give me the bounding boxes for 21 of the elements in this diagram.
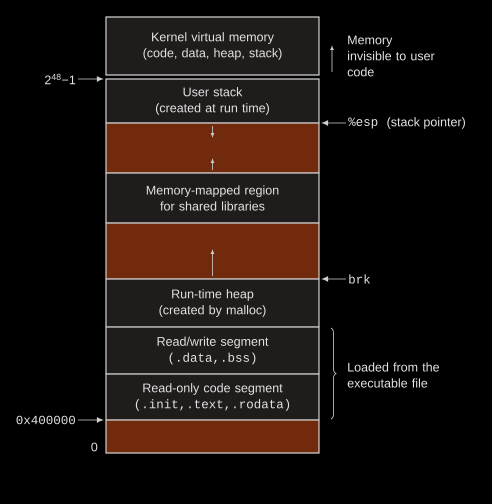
memory-region-band — [105, 122, 320, 174]
address-label: brk — [349, 274, 370, 284]
memory-region-band — [105, 222, 320, 280]
note-text: Memory invisible to user code — [348, 36, 434, 76]
pointer-arrow — [322, 276, 346, 282]
address-note: (stack pointer) — [387, 117, 465, 129]
memory-region-box: Read/write segment (.data,.bss) — [105, 326, 320, 375]
memory-region-box: User stack (created at run time) — [105, 78, 320, 124]
pointer-arrow — [78, 417, 103, 423]
pointer-arrow — [78, 76, 103, 82]
memory-region-box: Read-only code segment (.init,.text,.rodata) — [105, 373, 320, 421]
address-label: %esp — [348, 118, 378, 128]
note-text: Loaded from the executable file — [348, 362, 440, 388]
address-label: 0x400000 — [16, 416, 76, 424]
address-label: 0 — [91, 442, 98, 452]
pointer-arrow — [322, 120, 346, 126]
memory-region-box: Memory-mapped region for shared libraries — [105, 172, 320, 224]
memory-region-box: Kernel virtual memory (code, data, heap, stack) — [105, 16, 320, 76]
memory-region-box: Run-time heap (created by malloc) — [105, 278, 320, 328]
memory-region-band — [105, 419, 320, 454]
address-label: 2$^{48}$−1 — [45, 74, 76, 84]
